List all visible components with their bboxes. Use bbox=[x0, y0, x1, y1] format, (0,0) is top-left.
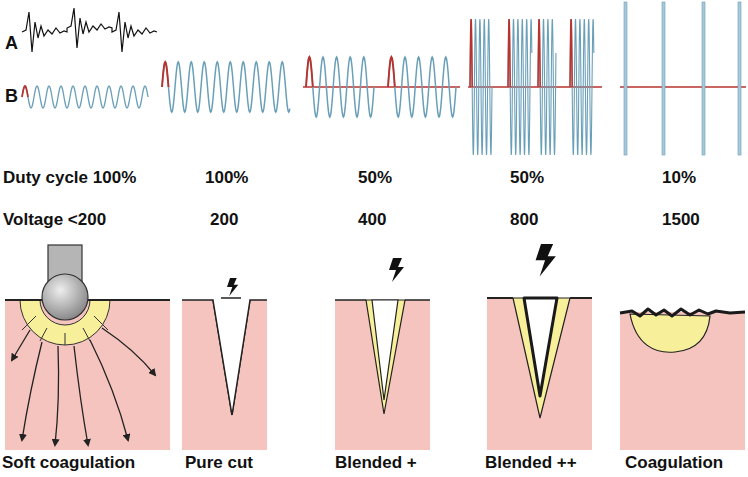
spike-burst bbox=[662, 2, 665, 155]
coagulation-tissue bbox=[620, 309, 745, 450]
coagulation-zone bbox=[630, 314, 710, 352]
spark-symbol bbox=[389, 258, 404, 282]
mode-name: Soft coagulation bbox=[2, 453, 135, 473]
soft-coagulation-tissue bbox=[5, 245, 170, 450]
incision bbox=[213, 300, 250, 415]
blended-plus-tissue bbox=[335, 258, 430, 450]
voltage-value: 200 bbox=[210, 210, 238, 230]
sine-wave bbox=[570, 19, 594, 155]
voltage-label: Voltage <200 bbox=[3, 210, 106, 230]
blended-double-plus-tissue bbox=[487, 244, 592, 450]
half-cycle-marker bbox=[22, 86, 28, 97]
electrode-tip bbox=[221, 297, 241, 299]
duty-cycle-label: Duty cycle 100% bbox=[3, 168, 136, 188]
tissue bbox=[487, 298, 592, 450]
tissue bbox=[620, 312, 745, 450]
incision bbox=[372, 300, 398, 400]
tissue bbox=[5, 300, 170, 450]
voltage-value: 800 bbox=[510, 210, 538, 230]
tissue-surface bbox=[487, 297, 592, 299]
half-cycle-marker bbox=[508, 19, 510, 87]
pure-cut-tissue bbox=[182, 278, 267, 450]
half-cycle-marker bbox=[470, 19, 472, 87]
duty-cycle-value: 50% bbox=[358, 168, 392, 188]
sine-wave bbox=[306, 57, 374, 117]
half-cycle-marker bbox=[306, 57, 313, 87]
spark-symbol bbox=[227, 278, 238, 296]
half-cycle-marker bbox=[538, 19, 540, 87]
spike-burst bbox=[624, 2, 627, 155]
duty-cycle-value: 100% bbox=[205, 168, 248, 188]
tissue bbox=[335, 300, 430, 450]
current-arrows bbox=[12, 328, 155, 445]
voltage-value: 400 bbox=[358, 210, 386, 230]
sine-wave bbox=[388, 57, 456, 117]
waveform-letter: A bbox=[5, 33, 18, 53]
waveforms bbox=[22, 2, 746, 155]
incision-edge bbox=[213, 300, 250, 415]
coagulation-rim bbox=[513, 298, 570, 418]
sine-wave bbox=[538, 19, 556, 155]
zero-line bbox=[620, 86, 746, 87]
sine-wave bbox=[162, 62, 290, 112]
spike-burst bbox=[738, 2, 741, 155]
duty-cycle-value: 10% bbox=[662, 168, 696, 188]
coagulation-rim bbox=[366, 300, 405, 414]
mode-name: Pure cut bbox=[185, 453, 253, 473]
half-cycle-marker bbox=[570, 19, 572, 87]
spark-symbol bbox=[536, 244, 556, 276]
half-cycle-marker bbox=[388, 57, 395, 87]
sine-wave bbox=[22, 86, 148, 108]
mode-name: Coagulation bbox=[625, 453, 723, 473]
charred-surface bbox=[620, 309, 745, 316]
waveform-letter: B bbox=[5, 86, 18, 106]
mode-name: Blended ++ bbox=[485, 453, 577, 473]
half-cycle-marker bbox=[162, 62, 169, 87]
tissue-surface bbox=[335, 299, 430, 301]
waveform-a bbox=[22, 8, 157, 52]
spike-burst bbox=[702, 2, 705, 155]
voltage-value: 1500 bbox=[662, 210, 700, 230]
tissue-surface bbox=[182, 300, 267, 415]
duty-cycle-value: 50% bbox=[510, 168, 544, 188]
charred-incision bbox=[524, 298, 557, 396]
mode-name: Blended + bbox=[335, 453, 417, 473]
sine-wave bbox=[508, 19, 532, 155]
tissue bbox=[182, 300, 267, 450]
ball-electrode bbox=[42, 274, 88, 320]
sine-wave bbox=[470, 19, 492, 155]
